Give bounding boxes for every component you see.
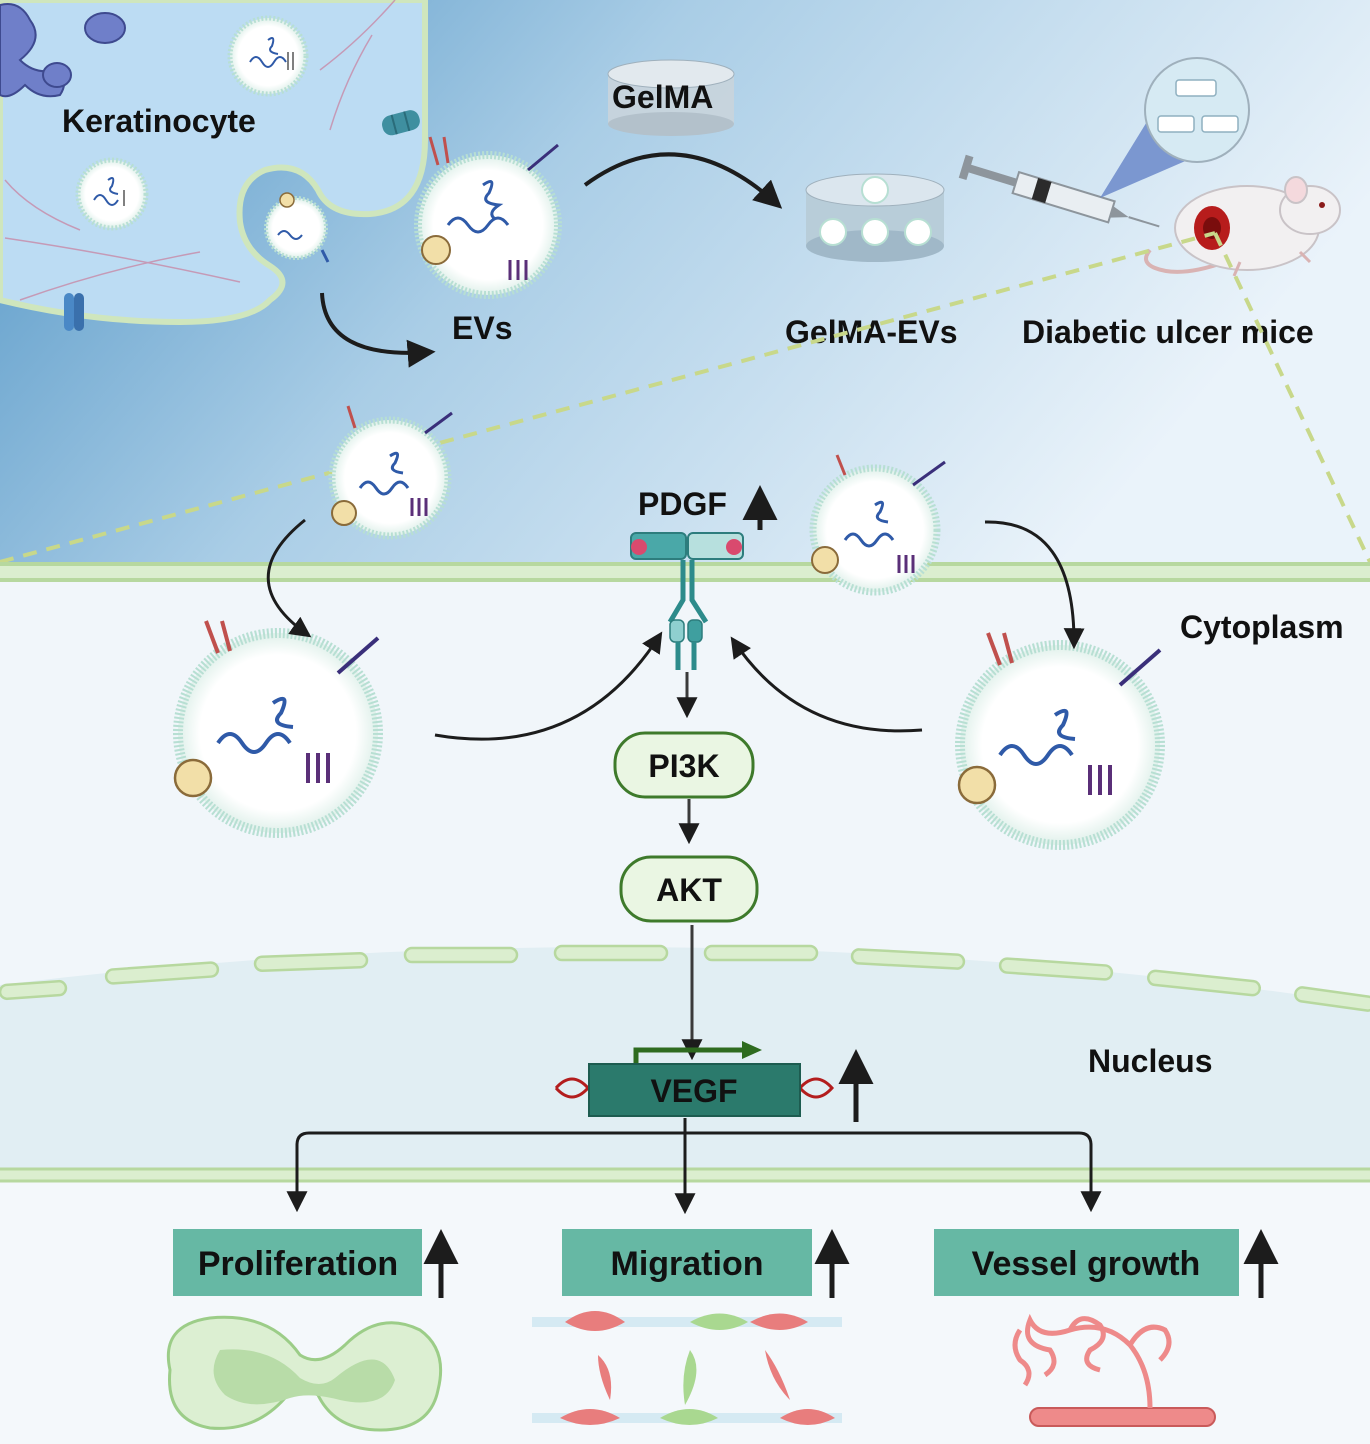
transcription-arrow bbox=[633, 1047, 748, 1064]
arrow-evs-to-gelma-evs bbox=[583, 152, 783, 209]
vegf-gene-box: VEGF bbox=[588, 1063, 801, 1117]
migration-cells-icon bbox=[532, 1311, 842, 1425]
cytoskeleton-fibers bbox=[4, 0, 396, 301]
ev-small-1 bbox=[227, 15, 309, 97]
ev-membrane-right bbox=[809, 454, 946, 596]
outcome-proliferation: Proliferation bbox=[173, 1229, 422, 1296]
dividing-cell-icon bbox=[166, 1315, 443, 1432]
pdgf-receptor-icon bbox=[630, 532, 744, 670]
outcome-migration: Migration bbox=[562, 1229, 812, 1296]
keratinocyte-cell bbox=[0, 0, 428, 326]
transporter-icon bbox=[382, 110, 420, 136]
gelma-hydrogel-icon bbox=[607, 59, 735, 136]
cytoplasm-label: Cytoplasm bbox=[1180, 609, 1344, 645]
ev-cytoplasm-right bbox=[955, 632, 1165, 850]
pdgf-label: PDGF bbox=[638, 486, 727, 522]
arrow-vegf-branch bbox=[295, 1131, 1093, 1208]
arrow-ev-right-to-receptor bbox=[730, 636, 923, 733]
arrow-ev-uptake-left bbox=[266, 518, 312, 638]
ev-small-2 bbox=[75, 157, 149, 231]
zoom-dashed-left bbox=[0, 231, 1216, 564]
syringe-icon bbox=[958, 154, 1160, 228]
arrow-ev-left-to-receptor bbox=[434, 631, 663, 741]
outcome-label-vessel-growth: Vessel growth bbox=[972, 1245, 1201, 1283]
diabetic-mice-label: Diabetic ulcer mice bbox=[1022, 314, 1314, 350]
pi3k-box: PI3K bbox=[613, 731, 755, 799]
organelle bbox=[0, 3, 126, 98]
nucleus-label: Nucleus bbox=[1088, 1043, 1212, 1079]
ev-large-evs bbox=[414, 136, 562, 299]
evs-label: EVs bbox=[452, 310, 512, 346]
akt-label: AKT bbox=[656, 872, 722, 908]
blood-vessel-icon bbox=[1012, 1313, 1216, 1427]
keratinocyte-label: Keratinocyte bbox=[62, 103, 256, 139]
gelma-label: GelMA bbox=[612, 79, 713, 115]
ev-membrane-left bbox=[328, 405, 453, 540]
ev-budding bbox=[264, 192, 330, 263]
outcome-label-proliferation: Proliferation bbox=[198, 1245, 398, 1283]
gelma-evs-label: GelMA-EVs bbox=[785, 314, 957, 350]
outcome-label-migration: Migration bbox=[611, 1245, 764, 1283]
nuclear-envelope bbox=[0, 944, 1370, 1012]
akt-box: AKT bbox=[619, 855, 759, 923]
ev-cytoplasm-left bbox=[173, 620, 383, 838]
arrow-keratinocyte-to-evs bbox=[320, 292, 436, 368]
zoom-dashed-right bbox=[1213, 232, 1370, 563]
pi3k-label: PI3K bbox=[648, 748, 719, 784]
outcome-vessel-growth: Vessel growth bbox=[934, 1229, 1239, 1296]
gelma-evs-hydrogel-icon bbox=[805, 173, 945, 262]
zoom-bubble bbox=[1144, 57, 1250, 163]
arrow-ev-uptake-right bbox=[984, 520, 1085, 650]
transcription-arrow-head bbox=[742, 1041, 762, 1059]
membrane-channel-icon bbox=[64, 293, 84, 331]
vegf-label: VEGF bbox=[650, 1073, 737, 1109]
